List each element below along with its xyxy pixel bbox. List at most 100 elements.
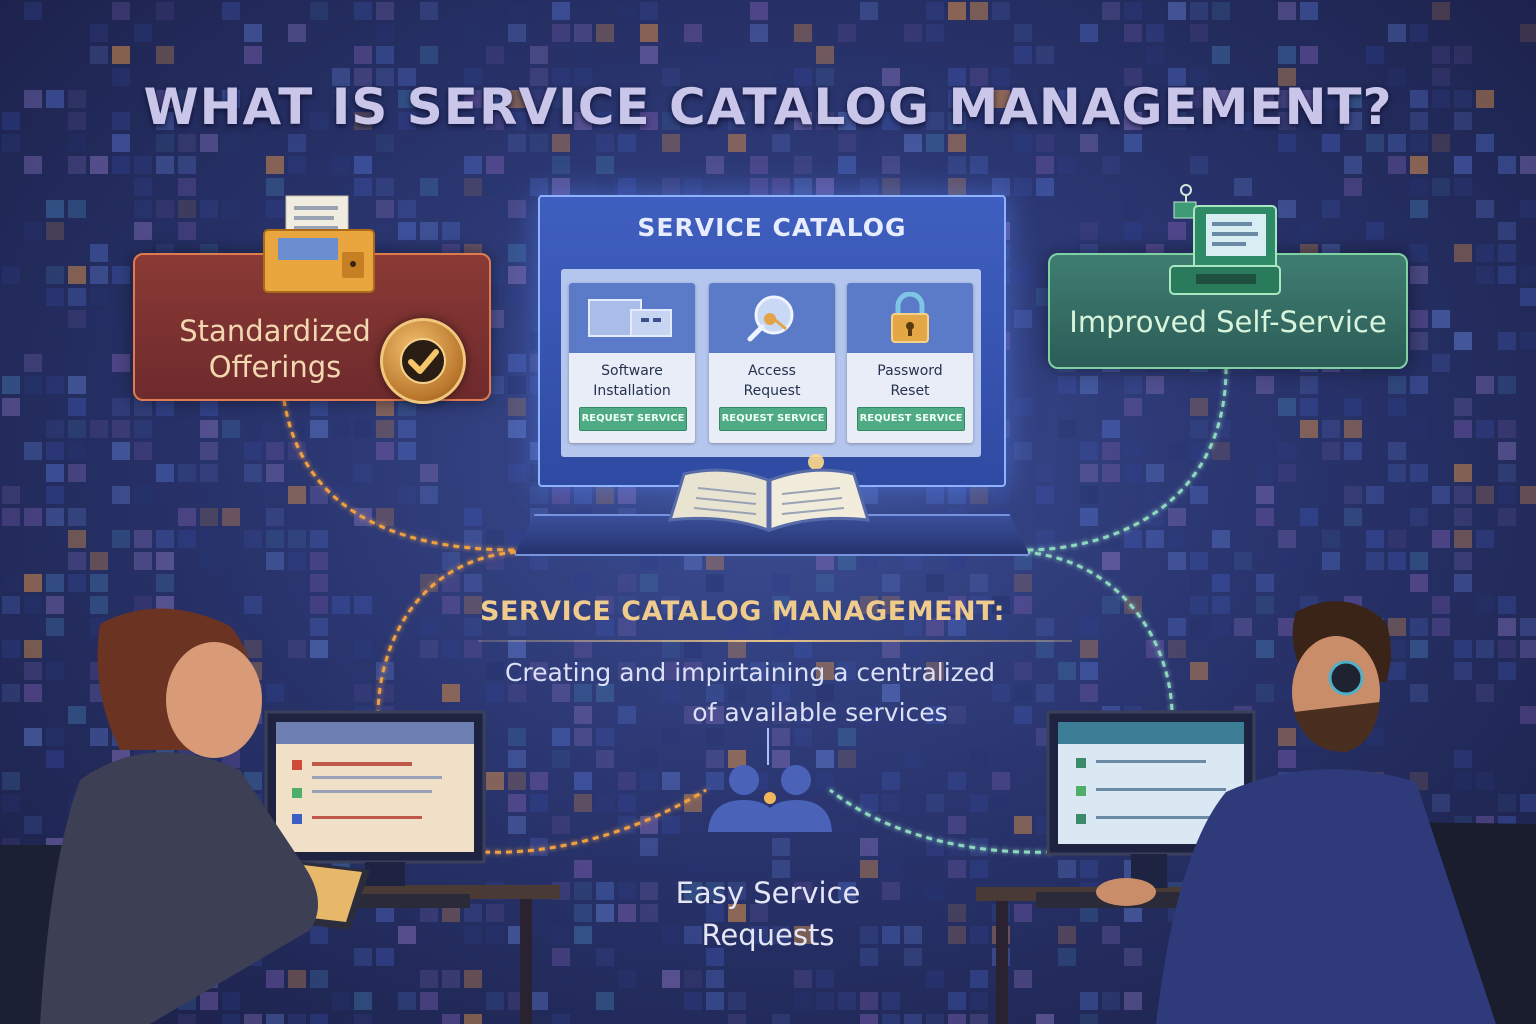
mosaic-tile [706,948,724,966]
mosaic-tile [1102,926,1120,944]
mosaic-tile [486,926,504,944]
mosaic-tile [310,112,328,130]
mosaic-tile [134,530,152,548]
mosaic-tile [1498,508,1516,526]
mosaic-tile [1124,948,1142,966]
mosaic-tile [464,156,482,174]
mosaic-tile [1498,244,1516,262]
mosaic-tile [838,662,856,680]
mosaic-tile [816,772,834,790]
mosaic-tile [1124,398,1142,416]
mosaic-tile [1168,222,1186,240]
mosaic-tile [574,486,592,504]
mosaic-tile [574,904,592,922]
mosaic-tile [992,178,1010,196]
service-card-software-installation: Software Installation REQUEST SERVICE [569,283,695,443]
mosaic-tile [552,1014,570,1024]
mosaic-tile [1014,574,1032,592]
mosaic-tile [178,464,196,482]
mosaic-tile [948,112,966,130]
mosaic-tile [244,596,262,614]
mosaic-tile [112,112,130,130]
mosaic-tile [838,750,856,768]
request-service-button[interactable]: REQUEST SERVICE [719,407,827,431]
mosaic-tile [508,354,526,372]
mosaic-tile [794,706,812,724]
mosaic-tile [1476,376,1494,394]
mosaic-tile [1190,156,1208,174]
mosaic-tile [772,574,790,592]
mosaic-tile [68,90,86,108]
mosaic-tile [1366,530,1384,548]
mosaic-tile [1014,24,1032,42]
mosaic-tile [68,376,86,394]
mosaic-tile [1432,618,1450,636]
mosaic-tile [354,2,372,20]
mosaic-tile [332,90,350,108]
mosaic-tile [156,552,174,570]
mosaic-tile [244,640,262,658]
mosaic-tile [882,772,900,790]
mosaic-tile [46,442,64,460]
mosaic-tile [68,508,86,526]
mosaic-tile [68,288,86,306]
mosaic-tile [46,816,64,834]
mosaic-tile [1322,530,1340,548]
mosaic-tile [310,970,328,988]
mosaic-tile [486,178,504,196]
mosaic-tile [1476,486,1494,504]
mosaic-tile [1498,662,1516,680]
mosaic-tile [772,618,790,636]
mosaic-tile [706,904,724,922]
mosaic-tile [1256,596,1274,614]
mosaic-tile [970,970,988,988]
mosaic-tile [1344,112,1362,130]
request-service-button[interactable]: REQUEST SERVICE [579,407,687,431]
mosaic-tile [948,134,966,152]
mosaic-tile [1410,244,1428,262]
mosaic-tile [1454,178,1472,196]
mosaic-tile [156,398,174,416]
mosaic-tile [1146,2,1164,20]
mosaic-tile [310,530,328,548]
mosaic-tile [2,508,20,526]
feature-improved-self-service-label: Improved Self-Service [1069,305,1387,339]
mosaic-tile [1366,46,1384,64]
mosaic-tile [464,1014,482,1024]
mosaic-tile [68,200,86,218]
mosaic-tile [46,508,64,526]
mosaic-tile [288,486,306,504]
mosaic-tile [1014,310,1032,328]
mosaic-tile [794,728,812,746]
request-service-button[interactable]: REQUEST SERVICE [857,407,965,431]
mosaic-tile [1234,552,1252,570]
mosaic-tile [1410,90,1428,108]
mosaic-tile [310,926,328,944]
mosaic-tile [508,794,526,812]
mosaic-tile [1080,1014,1098,1024]
mosaic-tile [1190,398,1208,416]
mosaic-tile [926,970,944,988]
mosaic-tile [684,970,702,988]
mosaic-tile [1520,266,1536,284]
mosaic-tile [596,178,614,196]
description-line1: Creating and impirtaining a centralized [504,658,996,687]
mosaic-tile [926,112,944,130]
mosaic-tile [464,68,482,86]
mosaic-tile [1388,24,1406,42]
mosaic-tile [68,442,86,460]
mosaic-tile [90,244,108,262]
mosaic-tile [574,662,592,680]
mosaic-tile [948,90,966,108]
mosaic-tile [992,618,1010,636]
mosaic-tile [728,684,746,702]
mosaic-tile [112,156,130,174]
mosaic-tile [750,662,768,680]
mosaic-tile [508,266,526,284]
mosaic-tile [1146,486,1164,504]
mosaic-tile [464,970,482,988]
mosaic-tile [1432,310,1450,328]
mosaic-tile [706,552,724,570]
mosaic-tile [794,926,812,944]
mosaic-tile [772,750,790,768]
